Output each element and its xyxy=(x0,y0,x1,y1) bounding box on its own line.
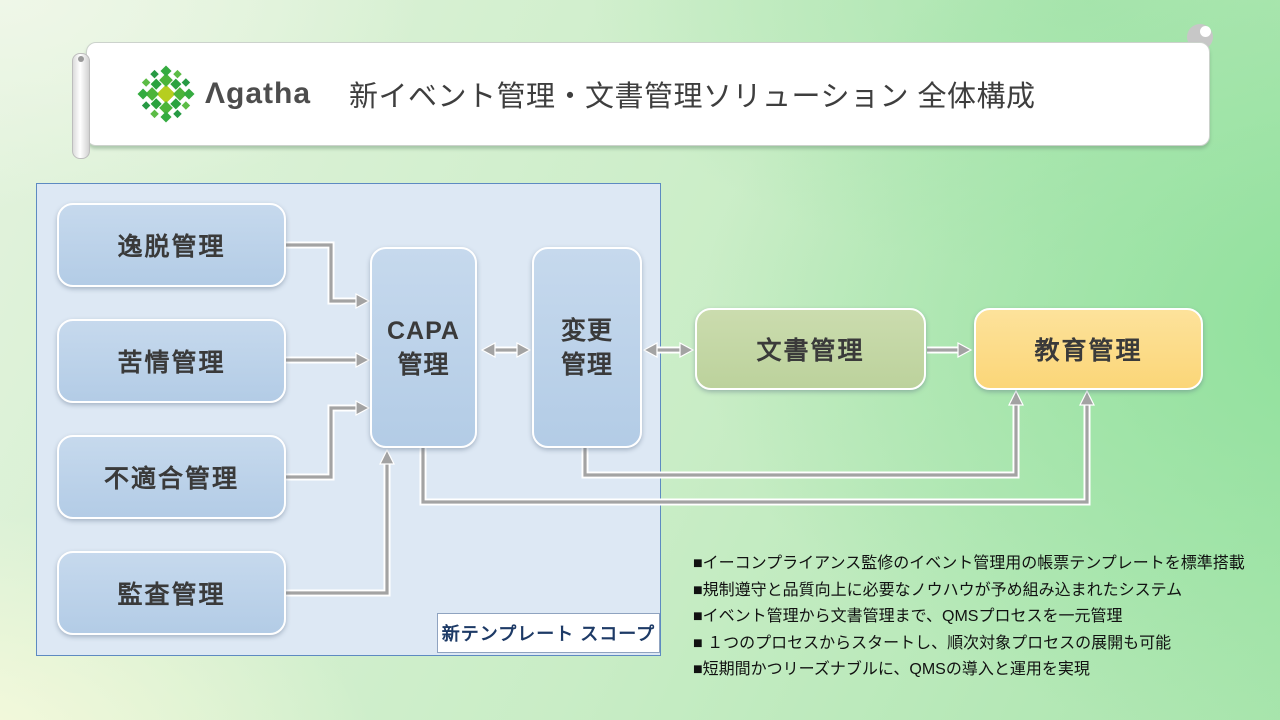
feature-item: ■短期間かつリーズナブルに、QMSの導入と運用を実現 xyxy=(693,661,1090,678)
brand: Λgatha xyxy=(137,65,311,123)
feature-list: ■イーコンプライアンス監修のイベント管理用の帳票テンプレートを標準搭載 ■規制遵… xyxy=(693,551,1278,684)
feature-item: ■ １つのプロセスからスタートし、順次対象プロセスの展開も可能 xyxy=(693,634,1172,652)
capa-label-line2: 管理 xyxy=(397,350,450,379)
page-title: 新イベント管理・文書管理ソリューション 全体構成 xyxy=(349,81,1036,113)
node-complaint-management: 苦情管理 xyxy=(57,319,286,403)
scroll-tube-decoration xyxy=(72,53,90,159)
scroll-curl-notch xyxy=(1200,26,1211,37)
feature-item: ■イーコンプライアンス監修のイベント管理用の帳票テンプレートを標準搭載 xyxy=(693,555,1245,572)
node-audit-management: 監査管理 xyxy=(57,551,286,635)
node-document-management: 文書管理 xyxy=(695,308,926,390)
agatha-logo-icon xyxy=(137,65,195,123)
change-label-line2: 管理 xyxy=(560,350,613,379)
node-capa-management: CAPA 管理 xyxy=(370,247,477,448)
header-banner: Λgatha 新イベント管理・文書管理ソリューション 全体構成 xyxy=(86,42,1210,146)
node-deviation-management: 逸脱管理 xyxy=(57,203,286,287)
node-change-management: 変更 管理 xyxy=(532,247,642,448)
change-label-line1: 変更 xyxy=(560,316,613,345)
node-education-management: 教育管理 xyxy=(974,308,1203,390)
feature-item: ■規制遵守と品質向上に必要なノウハウが予め組み込まれたシステム xyxy=(693,581,1183,599)
scroll-tube-dot xyxy=(78,56,84,62)
scope-label: 新テンプレート スコープ xyxy=(437,613,660,653)
brand-wordmark: Λgatha xyxy=(205,77,312,110)
node-nonconformance-management: 不適合管理 xyxy=(57,435,286,519)
feature-item: ■イベント管理から文書管理まで、QMSプロセスを一元管理 xyxy=(693,608,1123,625)
capa-label-line1: CAPA xyxy=(387,316,460,345)
